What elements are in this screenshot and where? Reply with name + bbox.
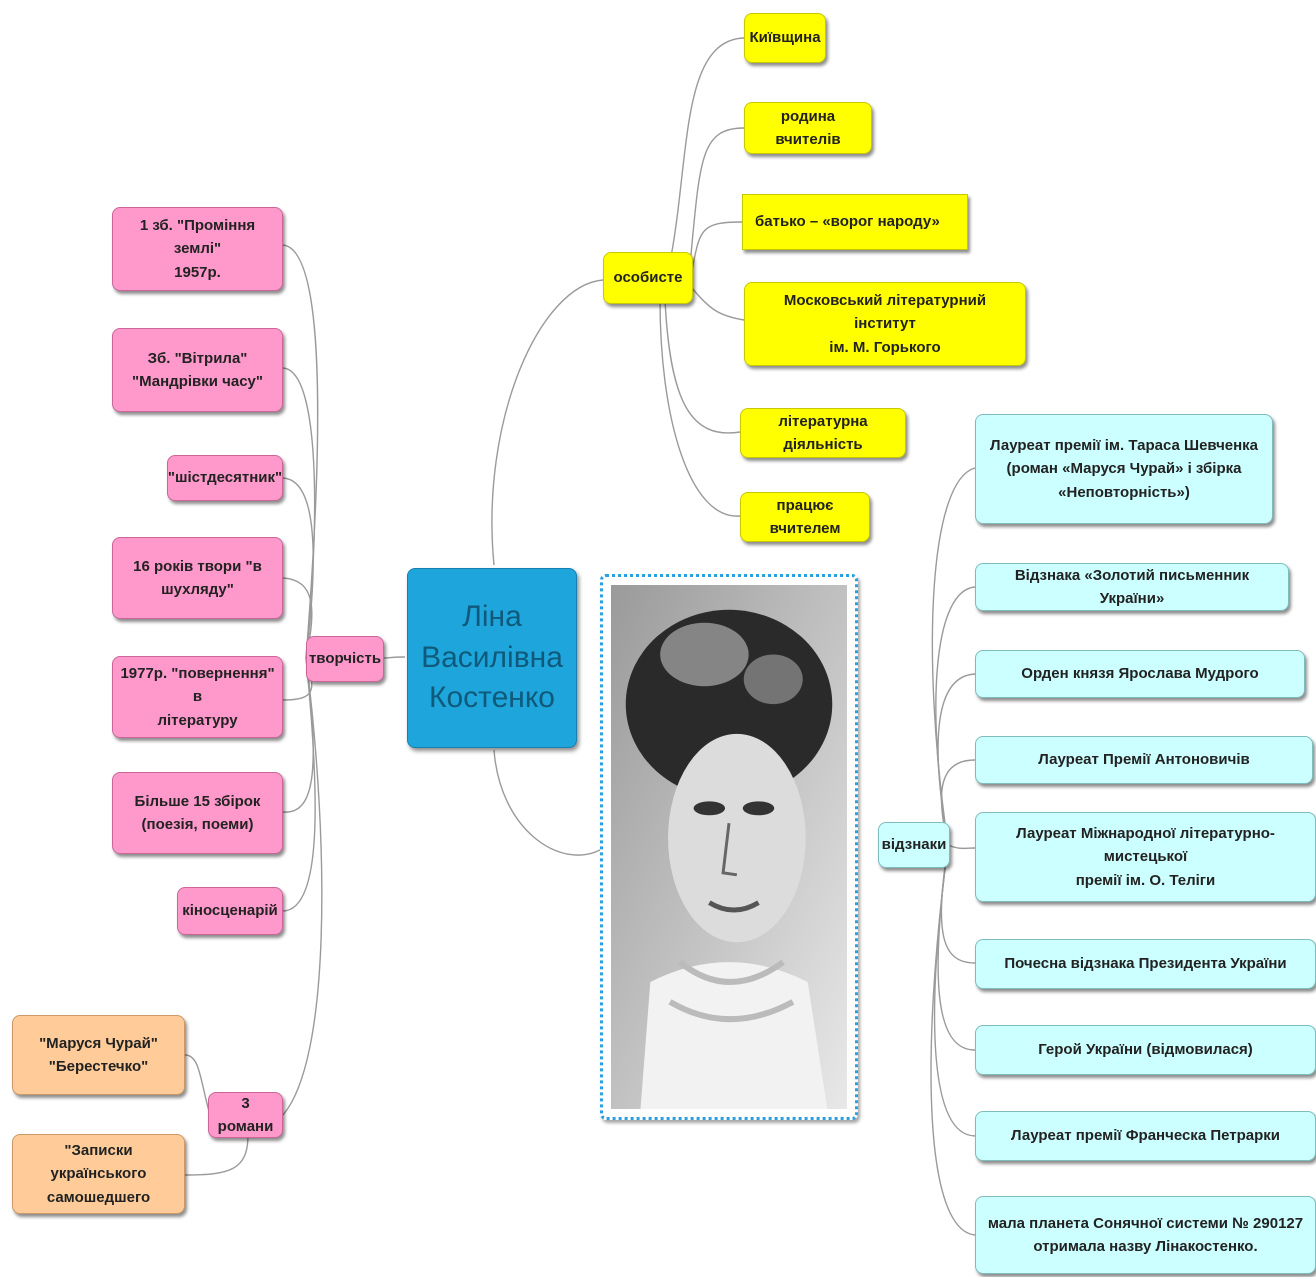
central-topic-line-3: Костенко	[429, 681, 555, 715]
creativity-item-first-collection[interactable]: 1 зб. "Проміння землі" 1957р.	[112, 207, 283, 291]
portrait-photo	[600, 574, 858, 1120]
award-item-antonovych-prize[interactable]: Лауреат Премії Антоновичів	[975, 736, 1313, 784]
creativity-item-16-years[interactable]: 16 років твори "в шухляду"	[112, 537, 283, 619]
creativity-item-sixtier[interactable]: "шістдесятник"	[167, 455, 283, 501]
award-item-minor-planet[interactable]: мала планета Сонячної системи № 290127 о…	[975, 1196, 1316, 1274]
portrait-image	[611, 585, 847, 1109]
creativity-item-screenplay[interactable]: кіносценарій	[177, 887, 283, 935]
branch-creativity[interactable]: творчість	[306, 636, 384, 682]
personal-item-kyiv-region[interactable]: Київщина	[744, 13, 826, 63]
personal-item-literary-activity[interactable]: літературна діяльність	[740, 408, 906, 458]
central-topic-line-1: Ліна	[462, 600, 522, 634]
novel-item-marusia-berestechko[interactable]: "Маруся Чурай" "Берестечко"	[12, 1015, 185, 1095]
award-item-golden-writer[interactable]: Відзнака «Золотий письменник України»	[975, 563, 1289, 611]
personal-item-moscow-institute[interactable]: Московський літературний інститут ім. М.…	[744, 282, 1026, 366]
central-topic-line-2: Василівна	[421, 640, 563, 674]
award-item-teliha-prize[interactable]: Лауреат Міжнародної літературно-мистецьк…	[975, 812, 1316, 902]
personal-item-works-as-teacher[interactable]: працює вчителем	[740, 492, 870, 542]
award-item-petrarca-prize[interactable]: Лауреат премії Франческа Петрарки	[975, 1111, 1316, 1161]
branch-awards[interactable]: відзнаки	[878, 822, 950, 868]
award-item-shevchenko-prize[interactable]: Лауреат премії ім. Тараса Шевченка (рома…	[975, 414, 1273, 524]
award-item-hero-of-ukraine[interactable]: Герой України (відмовилася)	[975, 1025, 1316, 1075]
personal-item-teachers-family[interactable]: родина вчителів	[744, 102, 872, 154]
creativity-item-return-1977[interactable]: 1977р. "повернення" в літературу	[112, 656, 283, 738]
award-item-yaroslav-order[interactable]: Орден князя Ярослава Мудрого	[975, 650, 1305, 698]
award-item-president-distinction[interactable]: Почесна відзнака Президента України	[975, 939, 1316, 989]
creativity-item-15-collections[interactable]: Більше 15 збірок (поезія, поеми)	[112, 772, 283, 854]
branch-novels[interactable]: 3 романи	[208, 1092, 283, 1138]
novel-item-notes[interactable]: "Записки українського самошедшего	[12, 1134, 185, 1214]
personal-item-father-enemy[interactable]: батько – «ворог народу»	[742, 194, 968, 250]
central-topic[interactable]: Ліна Василівна Костенко	[407, 568, 577, 748]
branch-personal[interactable]: особисте	[603, 252, 693, 304]
creativity-item-sails-collection[interactable]: Зб. "Вітрила" "Мандрівки часу"	[112, 328, 283, 412]
